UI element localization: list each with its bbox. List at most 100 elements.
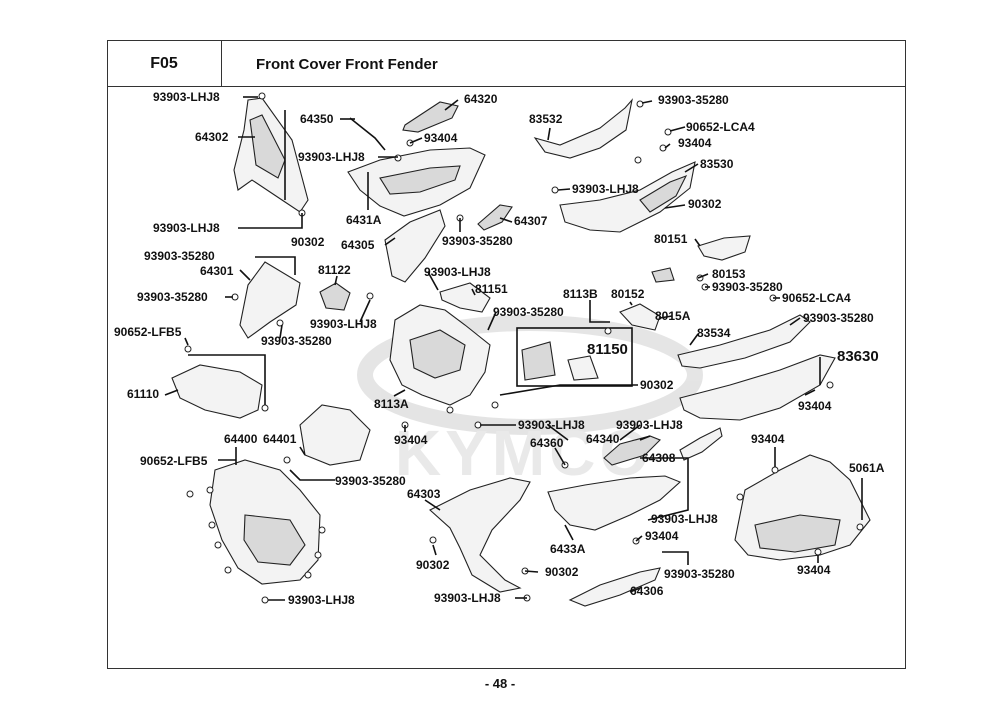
label-83534: 83534 bbox=[697, 326, 731, 340]
part-81122-bracket bbox=[319, 282, 351, 311]
label-93903-35280-h: 93903-35280 bbox=[803, 311, 874, 325]
part-64303-front-center bbox=[429, 477, 531, 593]
label-93404-g: 93404 bbox=[797, 563, 831, 577]
label-93903-35280-i: 93903-35280 bbox=[335, 474, 406, 488]
part-83532-side-cover-right bbox=[533, 98, 633, 159]
label-93903-lhj8-a: 93903-LHJ8 bbox=[153, 90, 220, 104]
label-90652-lca4-a: 90652-LCA4 bbox=[686, 120, 755, 134]
label-93903-35280-g: 93903-35280 bbox=[712, 280, 783, 294]
part-labels: 93903-LHJ8 64302 93903-LHJ8 90302 64350 … bbox=[114, 90, 885, 607]
label-93903-lhj8-e: 93903-LHJ8 bbox=[310, 317, 377, 331]
part-64350-trim bbox=[349, 117, 386, 151]
watermark-logo: KYMCO bbox=[357, 315, 703, 489]
part-81150-box bbox=[516, 327, 633, 387]
label-93903-lhj8-i: 93903-LHJ8 bbox=[651, 512, 718, 526]
label-93903-35280-c: 93903-35280 bbox=[144, 249, 215, 263]
watermark-text: KYMCO bbox=[395, 417, 653, 489]
label-93903-lhj8-c: 93903-LHJ8 bbox=[298, 150, 365, 164]
part-64301-side-cover bbox=[239, 261, 301, 339]
label-81122: 81122 bbox=[318, 263, 351, 277]
header-row bbox=[107, 40, 906, 87]
label-64350: 64350 bbox=[300, 112, 334, 126]
page-number: - 48 - bbox=[484, 676, 516, 691]
label-93404-a: 93404 bbox=[424, 131, 458, 145]
label-93903-lhj8-f: 93903-LHJ8 bbox=[424, 265, 491, 279]
label-93903-lhj8-k: 93903-LHJ8 bbox=[288, 593, 355, 607]
diagram-frame bbox=[107, 40, 906, 669]
label-90302-b: 90302 bbox=[688, 197, 722, 211]
section-code: F05 bbox=[150, 54, 178, 72]
label-6431a: 6431A bbox=[346, 213, 382, 227]
label-64320: 64320 bbox=[464, 92, 498, 106]
label-83530: 83530 bbox=[700, 157, 734, 171]
label-64305: 64305 bbox=[341, 238, 375, 252]
label-90652-lfb5-b: 90652-LFB5 bbox=[140, 454, 208, 468]
part-64307-bracket bbox=[477, 204, 513, 231]
label-93404-f: 93404 bbox=[645, 529, 679, 543]
label-80151: 80151 bbox=[654, 232, 688, 246]
part-8015a-cover bbox=[619, 267, 675, 331]
part-83534-step bbox=[677, 314, 811, 369]
label-8015a: 8015A bbox=[655, 309, 691, 323]
label-5061a: 5061A bbox=[849, 461, 885, 475]
part-64308-trim bbox=[679, 427, 723, 461]
label-93903-35280-j: 93903-35280 bbox=[664, 567, 735, 581]
label-93903-35280-e: 93903-35280 bbox=[493, 305, 564, 319]
label-8113b: 8113B bbox=[563, 287, 598, 301]
label-64306: 64306 bbox=[630, 584, 664, 598]
label-64340: 64340 bbox=[586, 432, 620, 446]
label-93903-lhj8-j: 93903-LHJ8 bbox=[434, 591, 501, 605]
part-83530-floor-side bbox=[559, 161, 696, 233]
leader-lines bbox=[164, 96, 863, 601]
label-93903-lhj8-h: 93903-LHJ8 bbox=[616, 418, 683, 432]
part-64400-front-cover-lower bbox=[209, 459, 321, 585]
label-83630: 83630 bbox=[837, 348, 879, 365]
label-80152: 80152 bbox=[611, 287, 645, 301]
part-6431a-front-upper-cover bbox=[347, 147, 486, 217]
part-64401-panel bbox=[299, 404, 371, 466]
part-81151-hook bbox=[439, 282, 491, 313]
label-93903-35280-b: 93903-35280 bbox=[658, 93, 729, 107]
label-81151: 81151 bbox=[475, 282, 508, 296]
label-64303: 64303 bbox=[407, 487, 441, 501]
label-93404-b: 93404 bbox=[678, 136, 712, 150]
part-5061a-front-fender bbox=[734, 454, 871, 561]
label-64400: 64400 bbox=[224, 432, 258, 446]
label-90652-lca4-b: 90652-LCA4 bbox=[782, 291, 851, 305]
part-64305-inner-panel bbox=[384, 209, 446, 283]
label-83532: 83532 bbox=[529, 112, 563, 126]
label-64308: 64308 bbox=[642, 451, 676, 465]
label-64307: 64307 bbox=[514, 214, 548, 228]
label-93404-e: 93404 bbox=[751, 432, 785, 446]
label-93903-35280-a: 93903-35280 bbox=[442, 234, 513, 248]
label-93903-35280-d: 93903-35280 bbox=[137, 290, 208, 304]
label-64302: 64302 bbox=[195, 130, 229, 144]
part-64302-front-cover-left bbox=[233, 97, 309, 213]
label-90302-a: 90302 bbox=[291, 235, 325, 249]
label-93903-lhj8-b: 93903-LHJ8 bbox=[153, 221, 220, 235]
label-80153: 80153 bbox=[712, 267, 746, 281]
label-8113a: 8113A bbox=[374, 397, 409, 411]
label-90302-c: 90302 bbox=[640, 378, 674, 392]
part-61110-inner-box bbox=[171, 364, 263, 419]
label-93404-c: 93404 bbox=[798, 399, 832, 413]
header-separator bbox=[221, 40, 222, 87]
label-81150: 81150 bbox=[587, 341, 628, 358]
label-61110: 61110 bbox=[127, 387, 159, 401]
label-64401: 64401 bbox=[263, 432, 297, 446]
label-90652-lfb5-a: 90652-LFB5 bbox=[114, 325, 182, 339]
label-93903-lhj8-d: 93903-LHJ8 bbox=[572, 182, 639, 196]
part-64306-lower-trim bbox=[568, 567, 661, 607]
part-80151-panel bbox=[697, 235, 751, 261]
label-90302-e: 90302 bbox=[545, 565, 579, 579]
part-64320-meter-panel bbox=[402, 101, 459, 133]
label-93903-lhj8-g: 93903-LHJ8 bbox=[518, 418, 585, 432]
label-93903-35280-f: 93903-35280 bbox=[261, 334, 332, 348]
label-90302-d: 90302 bbox=[416, 558, 450, 572]
label-64360: 64360 bbox=[530, 436, 564, 450]
part-64340-grille bbox=[603, 435, 661, 466]
label-64301: 64301 bbox=[200, 264, 234, 278]
label-6433a: 6433A bbox=[550, 542, 586, 556]
page-title: Front Cover Front Fender bbox=[256, 56, 438, 73]
